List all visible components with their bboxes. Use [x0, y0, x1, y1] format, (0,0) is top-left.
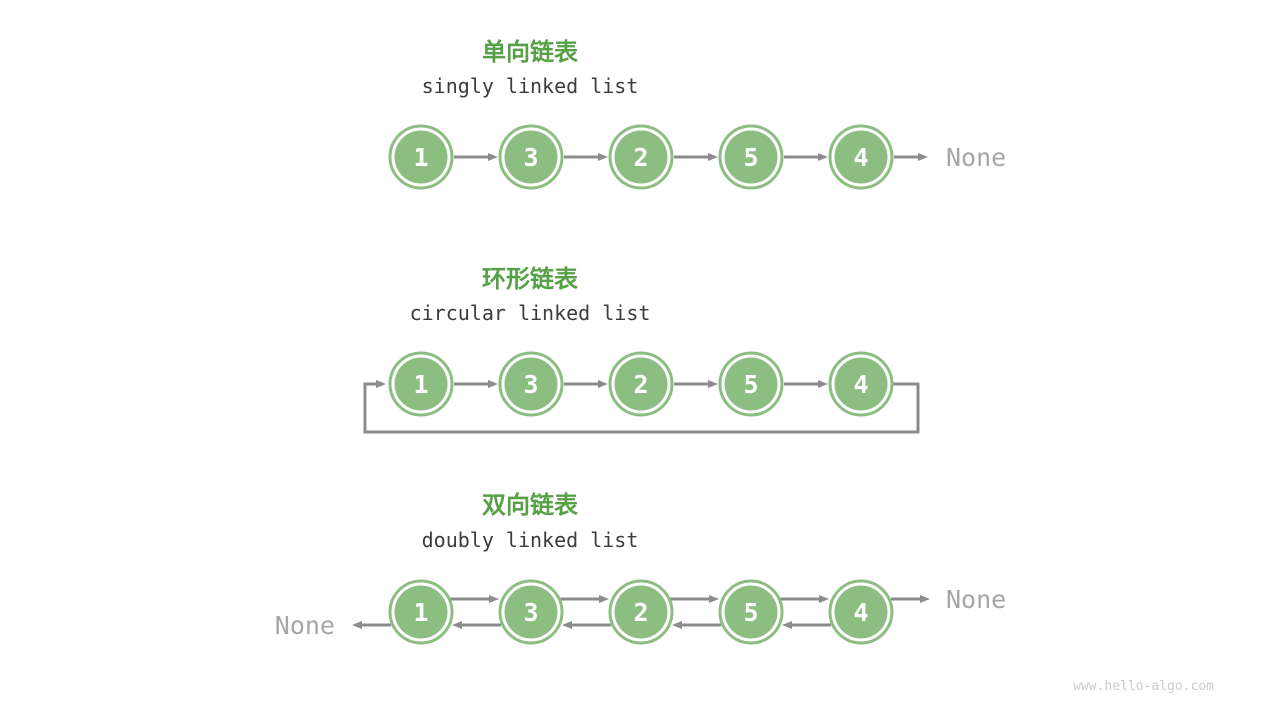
- node-circle: [394, 130, 448, 184]
- doubly-list-diagram: 1 3 2 5 4 None None: [275, 579, 1006, 645]
- node-value: 3: [523, 370, 538, 399]
- node-value: 4: [853, 370, 868, 399]
- singly-list-subtitle: singly linked list: [421, 74, 639, 98]
- node-circle: [504, 357, 558, 411]
- node-value: 2: [633, 370, 648, 399]
- node-value: 1: [413, 370, 428, 399]
- list-node: 4: [828, 579, 894, 645]
- node-value: 3: [523, 143, 538, 172]
- circular-list-title: 环形链表: [482, 265, 578, 293]
- node-value: 3: [523, 598, 538, 627]
- node-circle: [834, 130, 888, 184]
- node-circle: [394, 585, 448, 639]
- node-value: 5: [743, 370, 758, 399]
- singly-list-diagram: 1 3 2 5 4 None: [388, 124, 1006, 190]
- list-node: 3: [498, 124, 564, 190]
- doubly-list-title: 双向链表: [482, 491, 578, 519]
- node-value: 4: [853, 143, 868, 172]
- node-circle: [724, 585, 778, 639]
- node-circle: [614, 130, 668, 184]
- node-ring: [608, 124, 674, 190]
- list-node: 3: [498, 579, 564, 645]
- node-value: 2: [633, 598, 648, 627]
- node-value: 4: [853, 598, 868, 627]
- none-label: None: [946, 143, 1006, 172]
- list-node: 2: [608, 351, 674, 417]
- list-node: 1: [388, 579, 454, 645]
- node-circle: [724, 130, 778, 184]
- none-label: None: [946, 585, 1006, 614]
- list-node: 1: [388, 124, 454, 190]
- node-ring: [828, 124, 894, 190]
- list-node: 4: [828, 124, 894, 190]
- cycle-pointer-path: [363, 380, 920, 434]
- list-node: 4: [828, 351, 894, 417]
- node-circle: [504, 130, 558, 184]
- node-value: 5: [743, 598, 758, 627]
- list-node: 5: [718, 124, 784, 190]
- node-ring: [388, 124, 454, 190]
- none-label: None: [275, 611, 335, 640]
- site-watermark: www.hello-algo.com: [1073, 679, 1214, 694]
- list-node: 5: [718, 579, 784, 645]
- node-ring: [718, 124, 784, 190]
- circular-list-diagram: 1 3 2 5 4: [363, 351, 920, 434]
- node-circle: [834, 585, 888, 639]
- list-node: 3: [498, 351, 564, 417]
- circular-list-subtitle: circular linked list: [409, 301, 651, 325]
- node-ring: [498, 124, 564, 190]
- node-value: 2: [633, 143, 648, 172]
- node-value: 1: [413, 143, 428, 172]
- list-node: 2: [608, 579, 674, 645]
- node-circle: [724, 357, 778, 411]
- node-circle: [834, 357, 888, 411]
- list-node: 5: [718, 351, 784, 417]
- node-circle: [504, 585, 558, 639]
- node-circle: [614, 585, 668, 639]
- doubly-list-subtitle: doubly linked list: [421, 528, 639, 552]
- list-node: 1: [388, 351, 454, 417]
- node-value: 1: [413, 598, 428, 627]
- singly-list-title: 单向链表: [482, 38, 578, 66]
- node-value: 5: [743, 143, 758, 172]
- node-circle: [614, 357, 668, 411]
- list-node: 2: [608, 124, 674, 190]
- node-circle: [394, 357, 448, 411]
